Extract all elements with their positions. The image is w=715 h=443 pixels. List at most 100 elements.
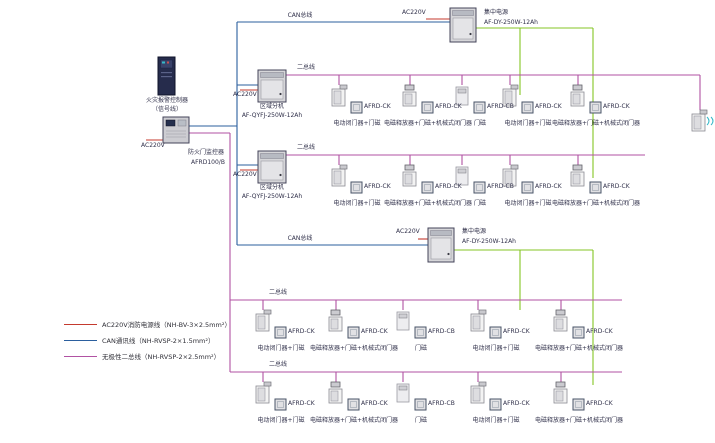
door-leaf-icon — [472, 315, 481, 330]
afrd-module-inner — [277, 401, 284, 408]
afrd-module-inner — [353, 184, 360, 191]
device-desc-label: 电磁释放器+门磁+机械式闭门器 — [309, 417, 399, 424]
legend-label-power: AC220V消防电源线（NH-BV-3×2.5mm²） — [102, 321, 231, 329]
afrd-module — [347, 398, 360, 411]
afrd-module-inner — [417, 329, 424, 336]
door-magnet-head-icon — [398, 385, 408, 391]
device-desc-label: 门磁 — [414, 345, 428, 352]
door-leaf-icon — [572, 173, 581, 185]
afrd-module — [421, 181, 434, 194]
zone-unit-2-name: 区域分机 — [259, 184, 285, 191]
central-power-top-cabinet-door — [452, 17, 474, 40]
bus-line-swatch — [64, 355, 97, 357]
device-desc-label: 门磁 — [473, 120, 487, 127]
magnetic-releaser-icon — [572, 164, 583, 171]
device-desc-label: 电磁释放器+门磁+机械式闭门器 — [309, 345, 399, 352]
afrd-module — [572, 326, 585, 339]
signal-mark-icon — [710, 116, 714, 126]
zone-unit-1-cabinet-door — [260, 79, 284, 100]
zone-unit-2-cabinet-handle — [279, 173, 282, 177]
central-power-mid-cabinet-handle — [447, 252, 450, 256]
two-wire-bus-label-row1: 二总线 — [296, 64, 316, 71]
device-model-label: AFRD-CK — [288, 328, 315, 335]
legend-label-bus: 无极性二总线（NH-RVSP-2×2.5mm²） — [102, 353, 221, 361]
afrd-module-inner — [592, 104, 599, 111]
legend-item-power: AC220V消防电源线（NH-BV-3×2.5mm²） — [64, 316, 231, 332]
monitor-screen — [165, 119, 176, 127]
afrd-module — [347, 326, 360, 339]
device-model-label: AFRD-CK — [535, 103, 562, 110]
central-power-mid-name: 集中电源 — [462, 228, 487, 235]
door-leaf-icon — [504, 90, 513, 105]
device-desc-label: 电磁释放器+门磁+机械式闭门器 — [383, 200, 473, 207]
fire-alarm-controller-name: 火灾报警控制器 — [145, 97, 189, 104]
ac-power-label-zone1: AC220V — [233, 91, 257, 98]
afrd-module-inner — [350, 329, 357, 336]
afrd-module-inner — [424, 184, 431, 191]
door-closer-box-icon — [263, 381, 272, 387]
door-leaf-icon — [333, 170, 342, 185]
device-model-label: AFRD-CB — [428, 400, 455, 407]
door-leaf-icon — [404, 173, 413, 185]
can-line-swatch — [64, 339, 97, 341]
device-model-label: AFRD-CK — [364, 103, 391, 110]
device-desc-label: 电磁释放器+门磁+机械式闭门器 — [534, 345, 624, 352]
magnetic-releaser-icon — [404, 164, 415, 171]
device-model-label: AFRD-CK — [535, 183, 562, 190]
afrd-module — [489, 398, 502, 411]
magnetic-releaser-icon — [555, 381, 566, 388]
fac-indicator — [162, 61, 165, 64]
afrd-module — [421, 101, 434, 114]
device-desc-label: 电磁释放器+门磁+机械式闭门器 — [551, 120, 641, 127]
can-bus-label-top: CAN总线 — [287, 12, 313, 19]
afrd-module — [521, 181, 534, 194]
afrd-module-inner — [524, 184, 531, 191]
door-leaf-icon — [693, 115, 702, 130]
device-model-label: AFRD-CK — [503, 328, 530, 335]
afrd-module-inner — [277, 329, 284, 336]
door-closer-box-icon — [478, 381, 487, 387]
afrd-module-inner — [492, 329, 499, 336]
fac-display — [160, 59, 173, 69]
door-monitor-name: 防火门监控器 — [188, 149, 225, 156]
device-model-label: AFRD-CK — [364, 183, 391, 190]
afrd-module-inner — [424, 104, 431, 111]
ac-power-label-zone2: AC220V — [233, 171, 257, 178]
afrd-module — [350, 101, 363, 114]
device-model-label: AFRD-CK — [586, 400, 613, 407]
door-leaf-icon — [330, 318, 339, 330]
door-closer-box-icon — [339, 164, 348, 170]
power-line-swatch — [64, 323, 97, 325]
device-desc-label: 电动闭门器+门磁 — [472, 417, 520, 424]
zone-unit-2-cabinet-vent — [260, 153, 284, 159]
device-model-label: AFRD-CB — [487, 103, 514, 110]
legend-item-can: CAN通讯线（NH-RVSP-2×1.5mm²） — [64, 332, 231, 348]
afrd-module — [473, 101, 486, 114]
door-leaf-icon — [257, 315, 266, 330]
afrd-module — [274, 398, 287, 411]
afrd-module-inner — [353, 104, 360, 111]
signal-mark-icon — [706, 116, 710, 126]
zone-unit-1-cabinet-vent — [260, 72, 284, 78]
two-wire-bus-label-row3: 二总线 — [268, 289, 288, 296]
afrd-module-inner — [492, 401, 499, 408]
door-leaf-icon — [555, 390, 564, 402]
fac-slot — [161, 76, 172, 78]
door-closer-box-icon — [510, 84, 519, 90]
device-model-label: AFRD-CK — [603, 103, 630, 110]
afrd-module — [414, 398, 427, 411]
afrd-module — [521, 101, 534, 114]
magnetic-releaser-icon — [330, 381, 341, 388]
door-closer-box-icon — [510, 164, 519, 170]
zone-unit-2-cabinet-door — [260, 160, 284, 181]
afrd-module-inner — [417, 401, 424, 408]
device-model-label: AFRD-CB — [428, 328, 455, 335]
device-desc-label: 电磁释放器+门磁+机械式闭门器 — [551, 200, 641, 207]
fire-alarm-controller-note: （信号线） — [151, 106, 183, 113]
afrd-module-inner — [575, 329, 582, 336]
afrd-module — [589, 181, 602, 194]
door-leaf-icon — [404, 93, 413, 105]
door-closer-box-icon — [339, 84, 348, 90]
device-model-label: AFRD-CK — [361, 400, 388, 407]
